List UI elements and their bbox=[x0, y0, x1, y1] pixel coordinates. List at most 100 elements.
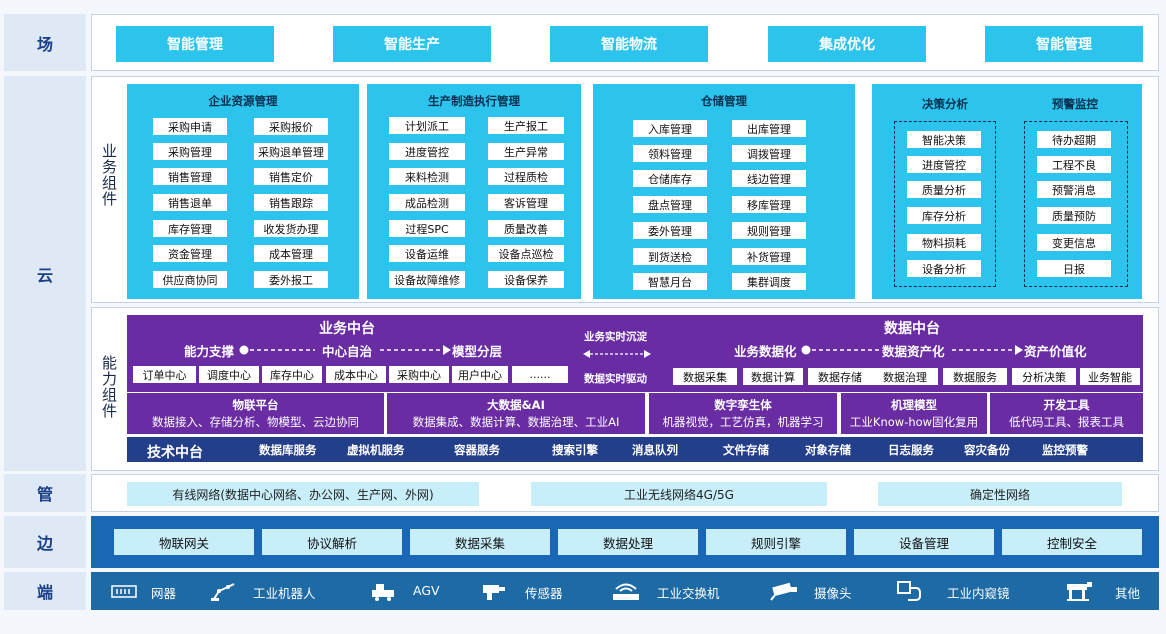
terminal-panel: 网器 工业机器人 AGV 传感器 工业交换机 摄像头 工业内窥镜 bbox=[91, 572, 1159, 610]
mes-item[interactable]: 客诉管理 bbox=[488, 194, 564, 211]
mes-item[interactable]: 来料检测 bbox=[389, 168, 465, 185]
erp-item[interactable]: 供应商协同 bbox=[153, 271, 227, 288]
scene-smart-production[interactable]: 智能生产 bbox=[333, 26, 491, 62]
mes-item[interactable]: 过程质检 bbox=[488, 168, 564, 185]
edge-item[interactable]: 数据处理 bbox=[558, 529, 698, 555]
data-center-item[interactable]: 分析决策 bbox=[1012, 368, 1076, 385]
mes-item[interactable]: 设备点巡检 bbox=[488, 245, 564, 262]
tech-item[interactable]: 文件存储 bbox=[723, 443, 769, 457]
wms-item[interactable]: 补货管理 bbox=[732, 248, 806, 265]
network-wired[interactable]: 有线网络(数据中心网络、办公网、生产网、外网) bbox=[127, 482, 479, 506]
scene-integration-optimization[interactable]: 集成优化 bbox=[768, 26, 926, 62]
wms-item[interactable]: 集群调度 bbox=[732, 273, 806, 290]
scene-smart-logistics[interactable]: 智能物流 bbox=[550, 26, 708, 62]
edge-item[interactable]: 规则引擎 bbox=[706, 529, 846, 555]
mes-item[interactable]: 生产报工 bbox=[488, 117, 564, 134]
erp-item[interactable]: 库存管理 bbox=[153, 220, 227, 237]
platform-iot[interactable]: 物联平台 数据接入、存储分析、物模型、云边协同 bbox=[127, 393, 384, 434]
edge-item[interactable]: 数据采集 bbox=[410, 529, 550, 555]
tech-item[interactable]: 对象存储 bbox=[805, 443, 851, 457]
erp-item[interactable]: 销售跟踪 bbox=[254, 194, 328, 211]
network-wireless[interactable]: 工业无线网络4G/5G bbox=[531, 482, 827, 506]
mes-item[interactable]: 质量改善 bbox=[488, 220, 564, 237]
mes-item[interactable]: 设备保养 bbox=[488, 271, 564, 288]
edge-item[interactable]: 设备管理 bbox=[854, 529, 994, 555]
biz-center-item[interactable]: 用户中心 bbox=[452, 366, 508, 383]
wms-item[interactable]: 委外管理 bbox=[633, 222, 707, 239]
mes-item[interactable]: 过程SPC bbox=[389, 220, 465, 237]
data-center-item[interactable]: 数据存储 bbox=[808, 368, 872, 385]
mes-item[interactable]: 设备故障维修 bbox=[389, 271, 465, 288]
erp-item[interactable]: 采购申请 bbox=[153, 118, 227, 135]
decision-item[interactable]: 质量分析 bbox=[907, 181, 981, 198]
tech-item[interactable]: 容灾备份 bbox=[964, 443, 1010, 457]
biz-center-item[interactable]: 采购中心 bbox=[389, 366, 449, 383]
wms-item[interactable]: 智慧月台 bbox=[633, 273, 707, 290]
platform-mechanism-model[interactable]: 机理模型 工业Know-how固化复用 bbox=[841, 393, 987, 434]
alert-item[interactable]: 待办超期 bbox=[1037, 131, 1111, 148]
data-center-item[interactable]: 数据计算 bbox=[743, 368, 803, 385]
mes-item[interactable]: 进度管控 bbox=[389, 143, 465, 160]
tech-item[interactable]: 消息队列 bbox=[632, 443, 678, 457]
erp-item[interactable]: 销售管理 bbox=[153, 168, 227, 185]
wms-item[interactable]: 盘点管理 bbox=[633, 196, 707, 213]
alert-item[interactable]: 日报 bbox=[1037, 260, 1111, 277]
decision-item[interactable]: 设备分析 bbox=[907, 260, 981, 277]
erp-item[interactable]: 委外报工 bbox=[254, 271, 328, 288]
erp-item[interactable]: 收发货办理 bbox=[254, 220, 328, 237]
decision-item[interactable]: 进度管控 bbox=[907, 156, 981, 173]
data-center-item[interactable]: 数据采集 bbox=[673, 368, 737, 385]
tech-item[interactable]: 日志服务 bbox=[888, 443, 934, 457]
platform-bigdata-ai[interactable]: 大数据&AI 数据集成、数据计算、数据治理、工业AI bbox=[387, 393, 645, 434]
decision-item[interactable]: 智能决策 bbox=[907, 131, 981, 148]
edge-item[interactable]: 物联网关 bbox=[114, 529, 254, 555]
erp-item[interactable]: 成本管理 bbox=[254, 245, 328, 262]
erp-item[interactable]: 采购报价 bbox=[254, 118, 328, 135]
tech-item[interactable]: 虚拟机服务 bbox=[347, 443, 405, 457]
wms-item[interactable]: 移库管理 bbox=[732, 196, 806, 213]
decision-item[interactable]: 库存分析 bbox=[907, 207, 981, 224]
decision-item[interactable]: 物料损耗 bbox=[907, 234, 981, 251]
biz-center-item[interactable]: 库存中心 bbox=[262, 366, 322, 383]
platform-title: 物联平台 bbox=[232, 398, 279, 412]
biz-center-item[interactable]: ...... bbox=[512, 366, 568, 383]
erp-item[interactable]: 资金管理 bbox=[153, 245, 227, 262]
wms-item[interactable]: 线边管理 bbox=[732, 170, 806, 187]
tech-item[interactable]: 容器服务 bbox=[454, 443, 500, 457]
mes-item[interactable]: 设备运维 bbox=[389, 245, 465, 262]
wms-item[interactable]: 规则管理 bbox=[732, 222, 806, 239]
alert-item[interactable]: 工程不良 bbox=[1037, 156, 1111, 173]
data-center-item[interactable]: 业务智能 bbox=[1080, 368, 1140, 385]
scene-smart-management-1[interactable]: 智能管理 bbox=[116, 26, 274, 62]
tech-item[interactable]: 数据库服务 bbox=[259, 443, 317, 457]
wms-item[interactable]: 入库管理 bbox=[633, 120, 707, 137]
tech-item[interactable]: 搜索引擎 bbox=[552, 443, 598, 457]
wms-item[interactable]: 领料管理 bbox=[633, 145, 707, 162]
biz-center-item[interactable]: 调度中心 bbox=[199, 366, 259, 383]
erp-item[interactable]: 采购管理 bbox=[153, 143, 227, 160]
edge-item[interactable]: 控制安全 bbox=[1002, 529, 1142, 555]
wms-item[interactable]: 出库管理 bbox=[732, 120, 806, 137]
platform-digital-twin[interactable]: 数字孪生体 机器视觉，工艺仿真，机器学习 bbox=[649, 393, 837, 434]
alert-item[interactable]: 质量预防 bbox=[1037, 207, 1111, 224]
biz-center-item[interactable]: 订单中心 bbox=[133, 366, 196, 383]
platform-dev-tools[interactable]: 开发工具 低代码工具、报表工具 bbox=[990, 393, 1143, 434]
scene-smart-management-2[interactable]: 智能管理 bbox=[985, 26, 1143, 62]
data-center-item[interactable]: 数据服务 bbox=[943, 368, 1007, 385]
wms-item[interactable]: 仓储库存 bbox=[633, 170, 707, 187]
alert-item[interactable]: 预警消息 bbox=[1037, 181, 1111, 198]
mes-item[interactable]: 生产异常 bbox=[488, 143, 564, 160]
mes-item[interactable]: 计划派工 bbox=[389, 117, 465, 134]
erp-item[interactable]: 采购退单管理 bbox=[254, 143, 328, 160]
data-center-item[interactable]: 数据治理 bbox=[872, 368, 938, 385]
erp-item[interactable]: 销售退单 bbox=[153, 194, 227, 211]
mes-item[interactable]: 成品检测 bbox=[389, 194, 465, 211]
edge-item[interactable]: 协议解析 bbox=[262, 529, 402, 555]
wms-item[interactable]: 调拨管理 bbox=[732, 145, 806, 162]
erp-item[interactable]: 销售定价 bbox=[254, 168, 328, 185]
network-deterministic[interactable]: 确定性网络 bbox=[878, 482, 1122, 506]
biz-center-item[interactable]: 成本中心 bbox=[326, 366, 386, 383]
tech-item[interactable]: 监控预警 bbox=[1042, 443, 1088, 457]
alert-item[interactable]: 变更信息 bbox=[1037, 234, 1111, 251]
wms-item[interactable]: 到货送检 bbox=[633, 248, 707, 265]
